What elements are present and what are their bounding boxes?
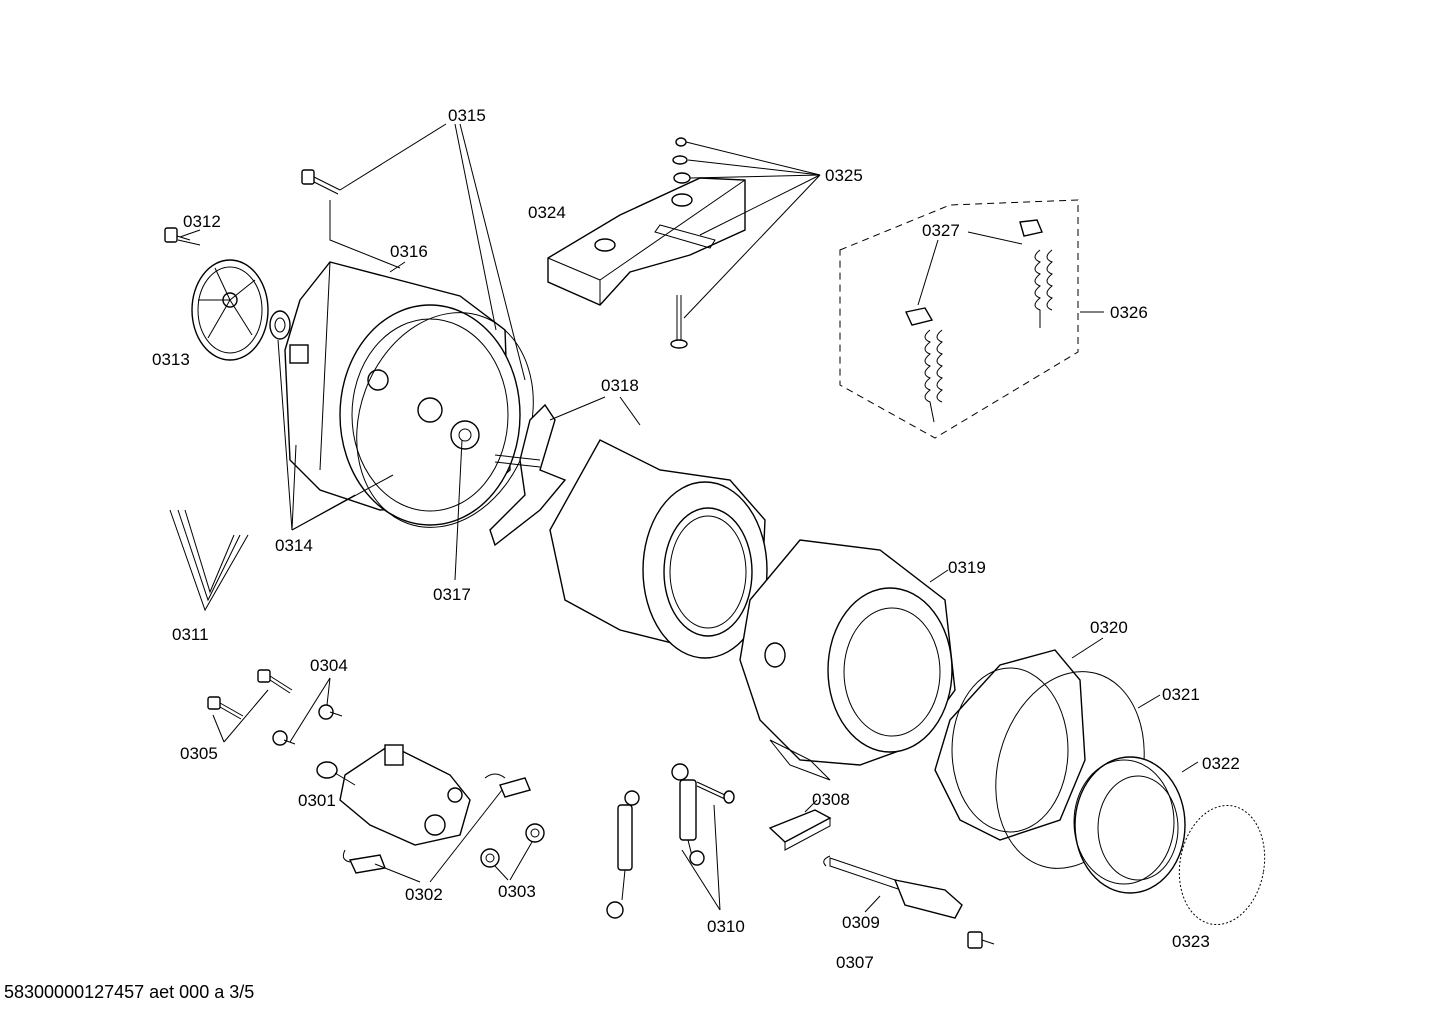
spring-clip-left — [904, 307, 934, 326]
shock-absorber-left — [606, 790, 640, 919]
bellows-clamp — [1178, 804, 1266, 926]
label-0301: 0301 — [298, 791, 336, 810]
tub-screw — [301, 169, 341, 195]
spring-left — [924, 329, 943, 423]
label-0312: 0312 — [183, 212, 221, 231]
spring-kit-box — [839, 199, 1079, 439]
label-0319: 0319 — [948, 558, 986, 577]
motor — [316, 744, 471, 846]
heater-bracket — [768, 809, 832, 851]
bushing-lower — [480, 848, 500, 868]
drive-belt — [169, 509, 249, 612]
shock-absorber-pin — [696, 781, 735, 804]
rear-tub-half — [284, 261, 521, 526]
carbon-brush-lower — [342, 849, 386, 874]
label-0314: 0314 — [275, 536, 313, 555]
part-labels: 0315 0312 0316 0313 0324 0325 0327 0326 … — [152, 106, 1240, 972]
motor-stud-lower — [272, 730, 296, 746]
label-0308: 0308 — [812, 790, 850, 809]
label-0316: 0316 — [390, 242, 428, 261]
label-0317: 0317 — [433, 585, 471, 604]
document-footer: 58300000127457 aet 000 a 3/5 — [4, 982, 254, 1002]
label-0313: 0313 — [152, 350, 190, 369]
drive-pulley — [191, 259, 269, 361]
label-0315: 0315 — [448, 106, 486, 125]
bushing-upper — [525, 823, 545, 843]
ntc-sensor — [967, 931, 995, 949]
spring-right — [1034, 249, 1053, 328]
label-0302: 0302 — [405, 885, 443, 904]
shock-absorber-right — [671, 763, 705, 866]
door-bellows — [1073, 756, 1186, 894]
spring-clip-right — [1019, 219, 1043, 237]
drum-spider-shaft — [489, 403, 567, 547]
label-0310: 0310 — [707, 917, 745, 936]
label-0323: 0323 — [1172, 932, 1210, 951]
label-0326: 0326 — [1110, 303, 1148, 322]
label-0321: 0321 — [1162, 685, 1200, 704]
label-0318: 0318 — [601, 376, 639, 395]
label-0303: 0303 — [498, 882, 536, 901]
tub-bearing — [269, 310, 291, 340]
counterweight-nut-washer — [672, 137, 691, 184]
label-0324: 0324 — [528, 203, 566, 222]
counterweight-bolt — [670, 295, 688, 349]
label-0309: 0309 — [842, 913, 880, 932]
motor-screw-upper — [257, 669, 293, 694]
motor-stud-upper — [318, 704, 343, 720]
heating-element — [823, 855, 963, 919]
label-0320: 0320 — [1090, 618, 1128, 637]
leader-lines — [179, 123, 1199, 913]
label-0311: 0311 — [172, 625, 209, 644]
front-panel-ring — [934, 649, 1086, 841]
label-0304: 0304 — [310, 656, 348, 675]
label-0307: 0307 — [836, 953, 874, 972]
label-0327: 0327 — [922, 221, 960, 240]
front-tub-half — [739, 539, 956, 781]
pulley-screw — [164, 227, 201, 246]
carbon-brush-upper — [484, 773, 531, 798]
label-0322: 0322 — [1202, 754, 1240, 773]
counterweight — [547, 177, 746, 306]
label-0325: 0325 — [825, 166, 863, 185]
label-0305: 0305 — [180, 744, 218, 763]
drum — [549, 439, 768, 659]
motor-screw-lower — [207, 696, 244, 720]
